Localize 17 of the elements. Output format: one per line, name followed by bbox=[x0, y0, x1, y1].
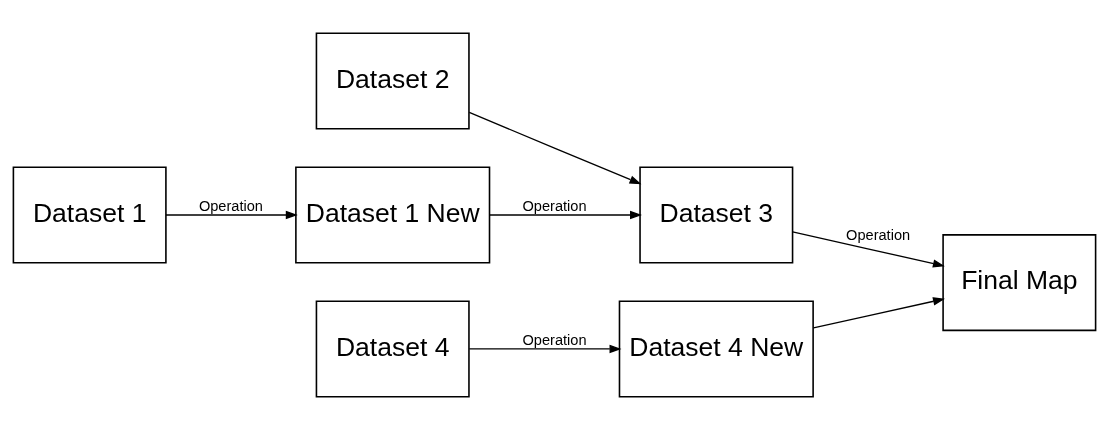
node-box: Dataset 3 bbox=[639, 166, 794, 264]
arrow bbox=[468, 111, 642, 185]
edge-label: Operation bbox=[846, 226, 911, 243]
node-box: Dataset 4 bbox=[315, 300, 470, 398]
node-box: Dataset 1 New bbox=[295, 166, 491, 264]
arrow bbox=[489, 210, 642, 220]
node-box: Dataset 1 bbox=[12, 166, 167, 264]
arrow bbox=[468, 344, 622, 354]
edge-label: Operation bbox=[522, 197, 587, 214]
edge-label: Operation bbox=[522, 331, 587, 348]
node-box: Final Map bbox=[942, 234, 1097, 332]
arrow bbox=[792, 231, 945, 268]
arrow bbox=[812, 297, 945, 329]
arrow bbox=[165, 210, 298, 220]
node-box: Dataset 4 New bbox=[618, 300, 814, 398]
edge-label: Operation bbox=[198, 197, 263, 214]
node-box: Dataset 2 bbox=[315, 32, 470, 130]
